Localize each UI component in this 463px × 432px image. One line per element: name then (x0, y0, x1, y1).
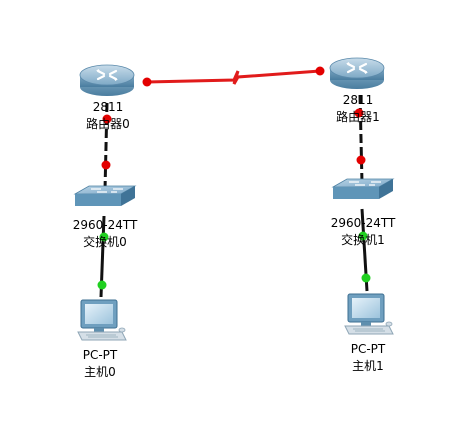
pc1-icon[interactable] (344, 293, 394, 335)
link-serial-router0-router1[interactable] (146, 69, 321, 85)
port-light-pc0 (97, 280, 107, 290)
router0-icon[interactable] (79, 64, 135, 96)
router1-model-label: 2811 (342, 93, 374, 107)
router0-model-label: 2811 (92, 100, 124, 114)
pc0-name-label: 主机0 (84, 365, 116, 379)
port-light-switch0-uplink (101, 160, 111, 170)
pc1-name-label: 主机1 (352, 359, 384, 373)
switch0-icon[interactable] (73, 185, 137, 206)
switch0-model-label: 2960-24TT (72, 218, 138, 232)
port-light-pc1 (361, 273, 371, 283)
switch1-model-label: 2960-24TT (330, 216, 396, 230)
port-light-switch0-access (99, 232, 109, 242)
router1-icon[interactable] (329, 57, 385, 89)
switch1-name-label: 交换机1 (341, 233, 385, 247)
pc0-model-label: PC-PT (82, 348, 118, 362)
pc1-model-label: PC-PT (350, 342, 386, 356)
port-light-switch1-access (358, 231, 368, 241)
port-light-router0-serial (142, 77, 152, 87)
switch0-name-label: 交换机0 (83, 235, 127, 249)
router0-name-label: 路由器0 (86, 117, 130, 131)
switch1-icon[interactable] (331, 178, 395, 199)
link-router1-switch1[interactable] (358, 94, 364, 184)
port-light-router1-serial (315, 66, 325, 76)
router1-name-label: 路由器1 (336, 110, 380, 124)
port-light-router0-fa (102, 114, 112, 124)
pc0-icon[interactable] (77, 299, 127, 341)
port-light-router1-fa (354, 108, 364, 118)
port-light-switch1-uplink (356, 155, 366, 165)
